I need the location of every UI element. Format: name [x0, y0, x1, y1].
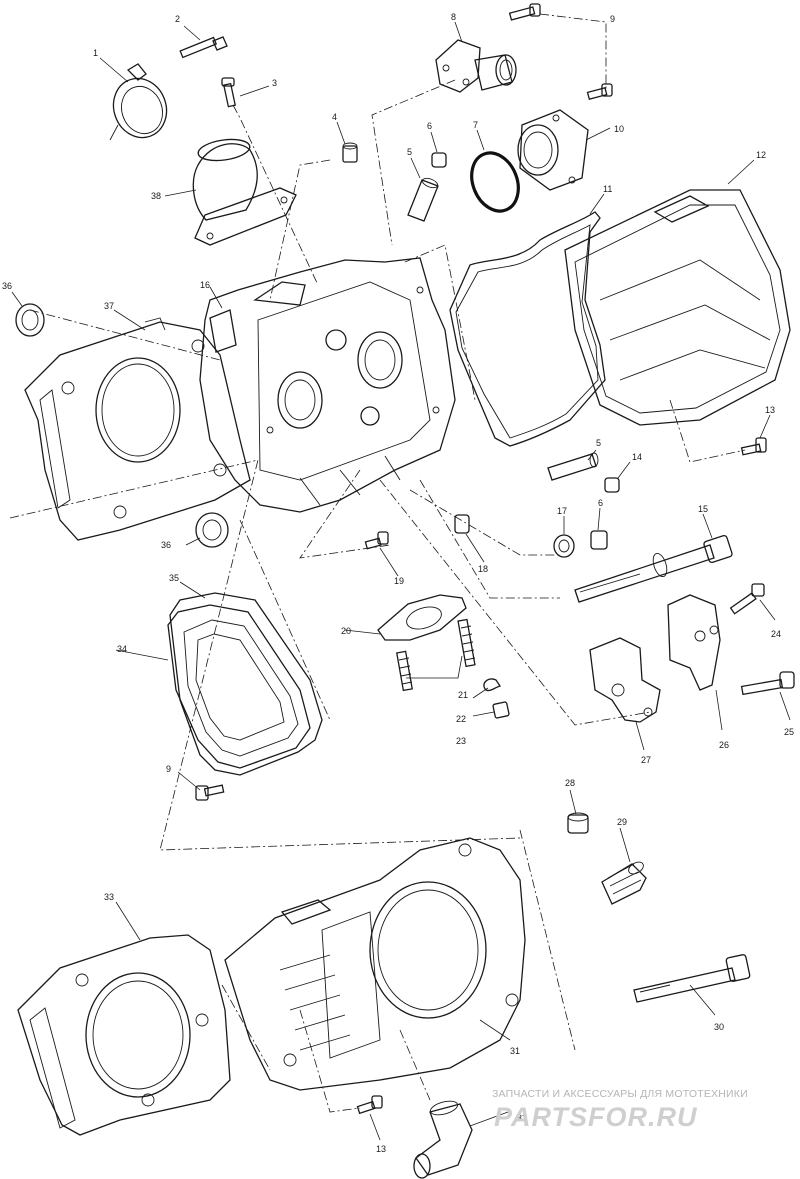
callout-38: 38 — [151, 191, 161, 201]
cylinder-part-31 — [224, 837, 526, 1091]
bolt-part-19 — [364, 531, 389, 550]
head-gasket-part-37 — [24, 317, 251, 541]
callout-16: 16 — [200, 280, 210, 290]
callout-11: 11 — [603, 184, 612, 194]
callout-3: 3 — [272, 78, 277, 88]
callout-9-lower: 9 — [166, 764, 171, 774]
watermark-tagline: ЗАПЧАСТИ И АКСЕССУАРЫ ДЛЯ МОТОТЕХНИКИ — [492, 1088, 748, 1100]
bolt-part-3 — [221, 77, 236, 108]
callout-23: 23 — [456, 736, 466, 746]
clamp-part-1 — [109, 63, 168, 141]
callout-7: 7 — [473, 120, 478, 130]
callout-6: 6 — [427, 121, 432, 131]
callout-8: 8 — [451, 12, 456, 22]
callout-19: 19 — [394, 576, 404, 586]
bolt-part-24 — [729, 583, 765, 615]
callout-14: 14 — [632, 452, 642, 462]
washer-part-22 — [483, 678, 502, 692]
callout-33: 33 — [104, 892, 114, 902]
valve-guide-part-5 — [407, 177, 439, 222]
bolt-part-9-top — [508, 3, 541, 21]
bolt-part-9-lower — [195, 784, 225, 801]
bolt-part-2 — [179, 36, 228, 59]
callout-29: 29 — [617, 817, 627, 827]
callout-12: 12 — [756, 150, 766, 160]
seal-part-14 — [604, 477, 620, 493]
collar-part-18 — [454, 514, 470, 534]
valve-seal-part-6 — [431, 152, 447, 168]
callout-18: 18 — [478, 564, 488, 574]
callout-28: 28 — [565, 778, 575, 788]
callout-9: 9 — [610, 14, 615, 24]
callout-10: 10 — [614, 124, 624, 134]
callout-2: 2 — [175, 14, 180, 24]
callout-25: 25 — [784, 727, 794, 737]
housing-part-10 — [517, 109, 589, 191]
callout-5: 5 — [407, 147, 412, 157]
oil-seal-part-36-top — [15, 303, 45, 337]
cylinder-head-part-16 — [199, 257, 456, 513]
dowel-pin-part-4 — [342, 142, 358, 163]
callout-34: 34 — [117, 644, 127, 654]
bolt-part-9-mid — [586, 83, 613, 100]
valve-cover-part-12 — [564, 189, 791, 426]
nut-part-23 — [492, 701, 510, 719]
callout-31: 31 — [510, 1046, 520, 1056]
stud-part-21-left — [396, 650, 413, 692]
long-bolt-part-30 — [633, 954, 751, 1003]
callout-26: 26 — [719, 740, 729, 750]
callout-6-right: 6 — [598, 498, 603, 508]
callout-labels: 1 2 3 4 5 6 7 8 9 10 11 12 13 14 15 16 1… — [2, 12, 794, 1154]
elbow-part-32 — [413, 1100, 473, 1179]
callout-1: 1 — [93, 48, 98, 58]
callout-22: 22 — [456, 714, 466, 724]
bracket-part-27 — [589, 637, 661, 723]
base-gasket-part-33 — [17, 934, 231, 1136]
callout-13-bottom: 13 — [376, 1144, 386, 1154]
fitting-part-29 — [601, 861, 647, 905]
side-cover-part-34 — [167, 604, 311, 769]
bolt-part-13-bottom — [356, 1095, 383, 1115]
watermark: ЗАПЧАСТИ И АКСЕССУАРЫ ДЛЯ МОТОТЕХНИКИ PA… — [492, 1088, 748, 1132]
watermark-logo: PARTSFOR.RU — [494, 1102, 698, 1132]
intake-boot-part-38 — [192, 138, 297, 246]
bracket-part-26 — [667, 594, 721, 691]
callout-30: 30 — [714, 1022, 724, 1032]
seal-part-6-right — [590, 530, 608, 550]
callout-17: 17 — [557, 506, 567, 516]
callout-36: 36 — [2, 281, 12, 291]
callout-35: 35 — [169, 573, 179, 583]
callout-4: 4 — [332, 112, 337, 122]
callout-27: 27 — [641, 755, 651, 765]
callout-15: 15 — [698, 504, 708, 514]
callout-24: 24 — [771, 629, 781, 639]
stud-part-21-right — [457, 618, 476, 668]
bolt-part-13-right — [740, 437, 767, 456]
gasket-part-35 — [169, 592, 323, 776]
callout-36-lower: 36 — [161, 540, 171, 550]
bolt-part-25 — [740, 671, 795, 696]
water-outlet-part-8 — [435, 39, 517, 93]
callout-13: 13 — [765, 405, 775, 415]
callout-37: 37 — [104, 301, 114, 311]
washer-part-17 — [553, 534, 575, 558]
callout-21: 21 — [458, 690, 468, 700]
long-bolt-part-15 — [574, 534, 733, 603]
exhaust-gasket-part-20 — [377, 594, 467, 641]
valve-cover-gasket-part-11 — [449, 211, 606, 447]
o-ring-part-7 — [470, 151, 520, 213]
oil-seal-part-36-mid — [195, 512, 229, 548]
dowel-part-28 — [567, 812, 589, 834]
leader-lines — [11, 21, 791, 1141]
callout-5-right: 5 — [596, 438, 601, 448]
callout-20: 20 — [341, 626, 351, 636]
callout-32: 32 — [517, 1113, 527, 1123]
